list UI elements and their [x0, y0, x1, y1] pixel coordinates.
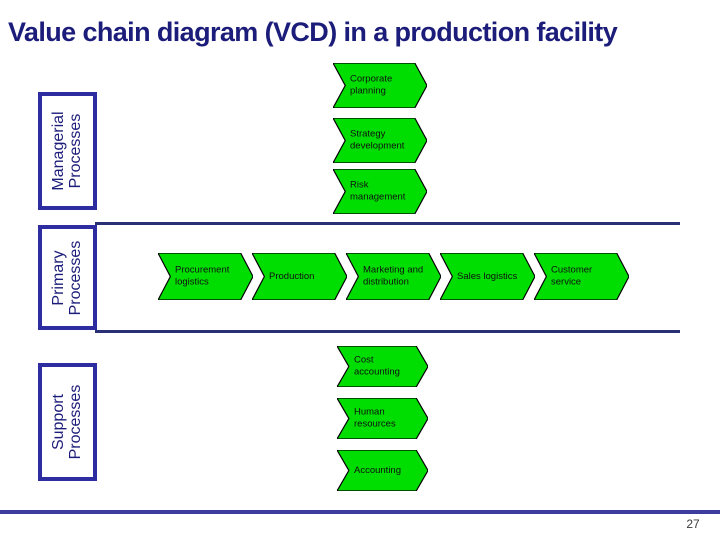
page-number: 27 [686, 517, 700, 531]
chevron-strategy-development: Strategy development [333, 118, 427, 163]
chevron-arrow-icon [337, 450, 428, 491]
chevron-arrow-icon [158, 253, 253, 300]
chevron-label: Customer service [551, 264, 593, 288]
chevron-arrow-icon [440, 253, 535, 300]
chevron-arrow-icon [337, 398, 428, 439]
footer-line [0, 510, 720, 514]
divider-line-managerial-primary [95, 222, 680, 225]
section-label-text: Managerial Processes [49, 111, 84, 191]
section-label-text: Support Processes [49, 384, 84, 460]
chevron-corporate-planning: Corporate planning [333, 63, 427, 108]
chevron-label: Production [269, 270, 315, 282]
chevron-arrow-icon [333, 63, 427, 108]
chevron-label: Cost accounting [354, 354, 400, 378]
section-label-primary-processes: Primary Processes [38, 225, 97, 330]
chevron-label: Corporate planning [350, 73, 393, 97]
chevron-production: Production [252, 253, 347, 300]
chevron-label: Sales logistics [457, 270, 518, 282]
chevron-sales-logistics: Sales logistics [440, 253, 535, 300]
chevron-label: Accounting [354, 464, 402, 476]
chevron-arrow-icon [337, 346, 428, 387]
chevron-cost-accounting: Cost accounting [337, 346, 428, 387]
slide-title: Value chain diagram (VCD) in a productio… [8, 17, 618, 47]
chevron-procurement-logistics: Procurement logistics [158, 253, 253, 300]
chevron-label: Marketing and distribution [363, 264, 424, 288]
chevron-arrow-icon [333, 118, 427, 163]
chevron-arrow-icon [252, 253, 347, 300]
chevron-marketing-and-distribution: Marketing and distribution [346, 253, 441, 300]
chevron-human-resources: Human resources [337, 398, 428, 439]
chevron-accounting: Accounting [337, 450, 428, 491]
chevron-label: Human resources [354, 406, 396, 430]
chevron-arrow-icon [534, 253, 629, 300]
chevron-risk-management: Risk management [333, 169, 427, 214]
section-label-text: Primary Processes [49, 240, 84, 315]
section-label-support-processes: Support Processes [38, 363, 97, 481]
chevron-arrow-icon [346, 253, 441, 300]
section-label-managerial-processes: Managerial Processes [38, 92, 97, 210]
chevron-label: Procurement logistics [175, 264, 230, 288]
chevron-customer-service: Customer service [534, 253, 629, 300]
divider-line-primary-support [95, 330, 680, 333]
chevron-label: Strategy development [350, 128, 405, 152]
chevron-label: Risk management [350, 179, 406, 203]
chevron-arrow-icon [333, 169, 427, 214]
